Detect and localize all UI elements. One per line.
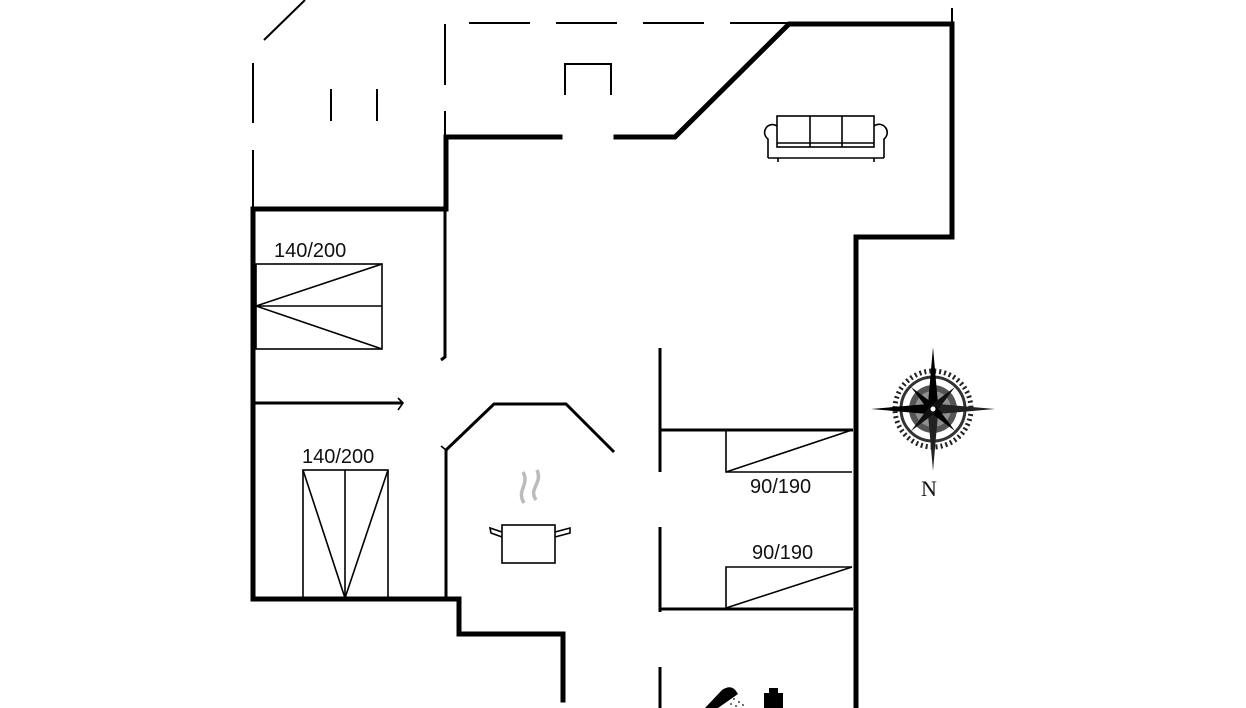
shower-icon bbox=[705, 687, 783, 708]
bed-size-label: 140/200 bbox=[274, 240, 347, 262]
compass-north-label: N bbox=[921, 476, 937, 501]
bed-size-label: 140/200 bbox=[302, 446, 375, 468]
double-bed-2 bbox=[302, 469, 389, 601]
sofa-icon bbox=[763, 115, 888, 162]
fireplace-icon bbox=[564, 63, 612, 95]
cooking-pot-icon bbox=[488, 469, 571, 564]
single-bed-4 bbox=[725, 566, 853, 609]
bed-size-label: 90/190 bbox=[750, 476, 812, 498]
single-bed-3 bbox=[725, 429, 853, 473]
terrace-outline bbox=[252, 0, 953, 210]
double-bed-1 bbox=[253, 263, 383, 350]
exterior-walls bbox=[250, 21, 955, 708]
compass-rose-icon bbox=[871, 347, 995, 471]
bed-size-label: 90/190 bbox=[752, 542, 814, 564]
